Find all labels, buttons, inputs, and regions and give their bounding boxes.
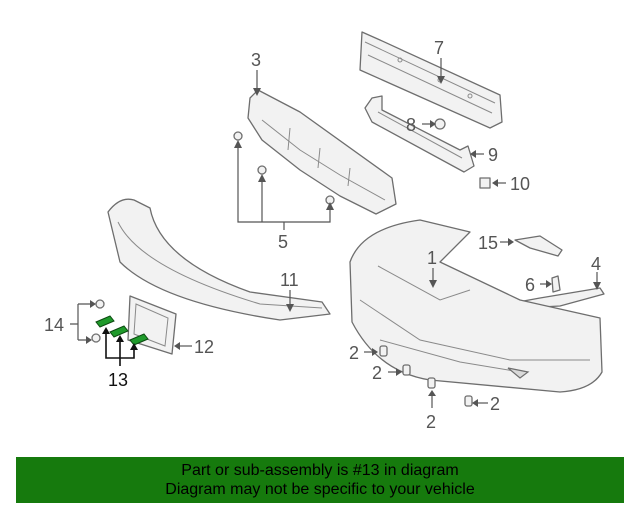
banner-line-2: Diagram may not be specific to your vehi…: [165, 481, 475, 498]
banner-line-1: Part or sub-assembly is #13 in diagram: [181, 462, 459, 479]
callout-10: 10: [510, 174, 530, 194]
clip-part-6: [551, 275, 561, 293]
fasteners-part-2: [379, 345, 473, 407]
callout-5: 5: [278, 232, 288, 252]
callout-2c: 2: [426, 412, 436, 432]
callout-7: 7: [434, 38, 444, 58]
callout-12: 12: [194, 337, 214, 357]
callout-15: 15: [478, 233, 498, 253]
bracket-part-9: [364, 95, 475, 173]
callout-13: 13: [108, 370, 128, 390]
bolt-part-10: [479, 177, 491, 189]
callout-3: 3: [251, 50, 261, 70]
nut-part-8: [434, 118, 446, 130]
callout-4: 4: [591, 254, 601, 274]
info-banner: Part or sub-assembly is #13 in diagram D…: [16, 457, 624, 503]
callout-1: 1: [427, 248, 437, 268]
callout-11: 11: [280, 270, 299, 290]
callout-2b: 2: [372, 363, 382, 383]
callout-9: 9: [488, 145, 498, 165]
callout-8: 8: [406, 115, 416, 135]
callout-14: 14: [44, 315, 64, 335]
push-pins-part-5: [233, 131, 335, 205]
leader-lines: [70, 58, 601, 408]
callout-2d: 2: [490, 394, 500, 414]
reinforcement-bar-part-7: [359, 31, 503, 129]
leader-part-13: [102, 327, 138, 366]
callout-6: 6: [525, 275, 535, 295]
callout-2a: 2: [349, 343, 359, 363]
bumper-fascia-part-1: [349, 219, 603, 393]
trim-piece-part-15: [514, 235, 563, 257]
energy-absorber-part-3: [247, 89, 397, 215]
clips-part-13[interactable]: [95, 315, 149, 346]
spoiler-part-11: [107, 198, 331, 321]
callout-labels: 7 3 8 9 10 5 15 1 4 6 11 14 12 2 2 2 2 1…: [44, 38, 601, 432]
